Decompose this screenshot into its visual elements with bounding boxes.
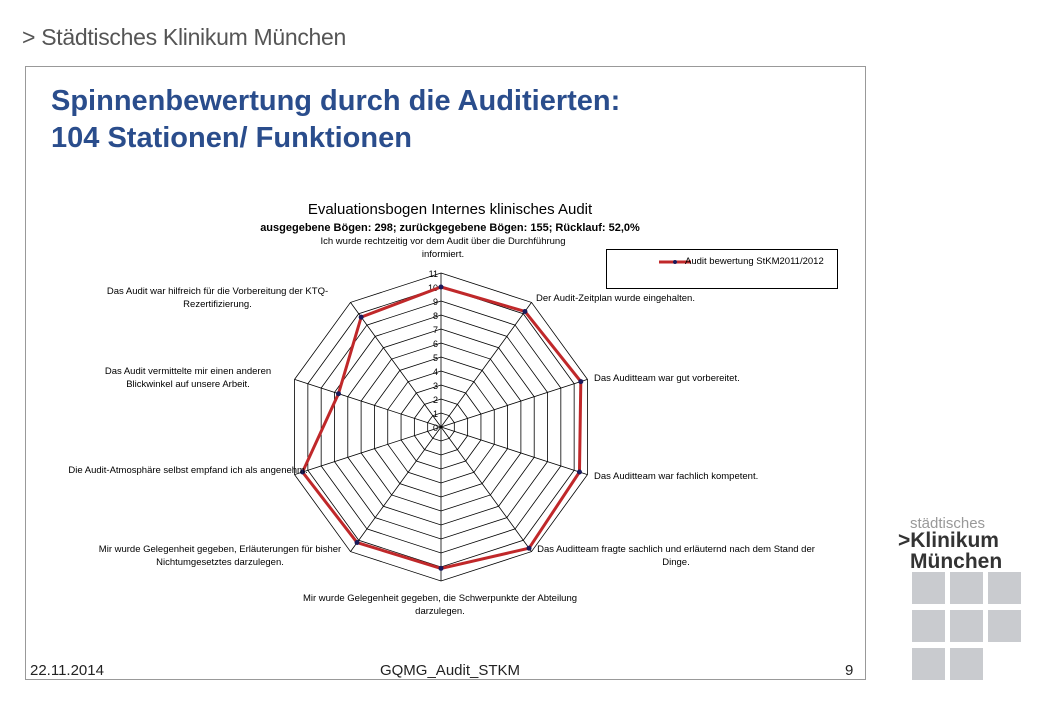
tick-label: 7 [433, 325, 438, 335]
footer-name: GQMG_Audit_STKM [379, 662, 521, 679]
axis-label-10: Das Audit war hilfreich für die Vorberei… [106, 286, 329, 310]
tick-label: 11 [429, 269, 438, 279]
page-number: 9 [845, 662, 854, 679]
footer-date: 22.11.2014 [30, 662, 104, 679]
axis-label-5: Das Auditteam fragte sachlich und erläut… [537, 544, 815, 568]
title-line-2: 104 Stationen/ Funktionen [51, 122, 412, 154]
logo-muenchen: München [910, 550, 1003, 573]
grid-spoke [440, 379, 588, 428]
data-point [438, 565, 444, 571]
data-point [300, 469, 306, 475]
logo-square [912, 648, 945, 680]
axis-label-3: Das Auditteam war gut vorbereitet. [594, 373, 740, 384]
tick-label: 1 [433, 409, 438, 419]
data-point [578, 379, 584, 385]
tick-label: 8 [433, 311, 438, 321]
logo-square [950, 572, 983, 604]
logo-square [950, 610, 983, 642]
logo-square [988, 572, 1021, 604]
grid-spoke [294, 426, 442, 475]
logo-square [950, 648, 983, 680]
grid-spoke [440, 426, 532, 552]
chart-title: Evaluationsbogen Internes klinisches Aud… [307, 201, 593, 218]
axis-label-8: Die Audit-Atmosphäre selbst empfand ich … [68, 465, 308, 476]
slide-title: Spinnenbewertung durch die Auditierten: … [51, 83, 620, 157]
axis-label-7: Mir wurde Gelegenheit gegeben, Erläuteru… [98, 544, 342, 568]
tick-label: 2 [433, 395, 438, 405]
header-brand: > Städtisches Klinikum München [22, 24, 347, 50]
logo-square [912, 610, 945, 642]
data-point [354, 540, 360, 546]
data-point [576, 469, 582, 475]
axis-label-6: Mir wurde Gelegenheit gegeben, die Schwe… [302, 593, 578, 617]
chart-subtitle: ausgegebene Bögen: 298; zurückgegebene B… [260, 222, 640, 234]
axis-label-9: Das Audit vermittelte mir einen anderen … [104, 366, 272, 390]
tick-label: 0 [433, 423, 438, 433]
tick-label: 4 [433, 367, 438, 377]
axis-label-4: Das Auditteam war fachlich kompetent. [594, 471, 759, 482]
axis-label-1: Ich wurde rechtzeitig vor dem Audit über… [320, 236, 566, 260]
tick-label: 10 [428, 283, 438, 293]
logo-text-2: >Klinikum München [898, 530, 1002, 572]
tick-label: 3 [433, 381, 438, 391]
tick-label: 6 [433, 339, 438, 349]
logo-text-1: städtisches [910, 515, 986, 532]
grid-spoke [350, 302, 442, 428]
data-point [358, 314, 364, 320]
logo-klinikum: >Klinikum [898, 529, 999, 552]
grid-spoke [440, 426, 588, 475]
axis-label-2: Der Audit-Zeitplan wurde eingehalten. [536, 293, 695, 304]
data-point [335, 391, 341, 397]
tick-label: 9 [433, 297, 438, 307]
legend-line-marker-icon [659, 260, 691, 264]
chart-legend: Audit bewertung StKM2011/2012 [606, 249, 838, 289]
title-line-1: Spinnenbewertung durch die Auditierten: [51, 85, 621, 117]
grid-spoke [350, 426, 442, 552]
grid-spoke [440, 302, 532, 428]
logo-square [912, 572, 945, 604]
data-point [526, 545, 532, 551]
legend-label: Audit bewertung StKM2011/2012 [685, 256, 824, 267]
data-point [522, 308, 528, 314]
data-point [438, 284, 444, 290]
slide-frame [25, 66, 866, 680]
logo-square [988, 610, 1021, 642]
tick-label: 5 [433, 353, 438, 363]
grid-spoke [294, 379, 442, 428]
